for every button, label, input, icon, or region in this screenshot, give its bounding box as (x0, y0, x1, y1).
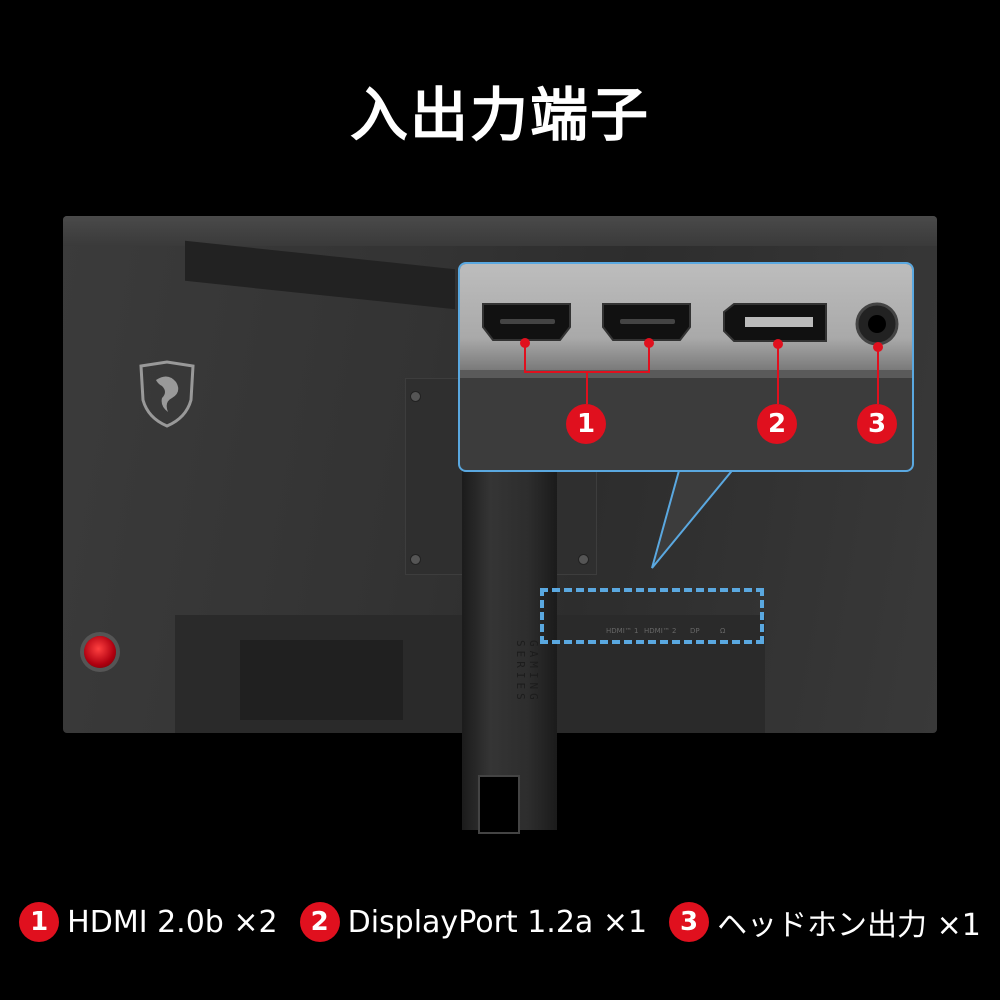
screw-icon (410, 554, 421, 565)
legend-item-headphone: 3 ヘッドホン出力 ×1 (669, 900, 981, 944)
headphone-jack-icon (855, 302, 899, 346)
legend-number: 2 (299, 902, 340, 942)
port-area-highlight (540, 588, 764, 644)
legend-label: DisplayPort 1.2a ×1 (347, 904, 648, 940)
marker-3: 3 (857, 404, 897, 444)
port-label: HDMI™ 1 (606, 627, 639, 635)
msi-dragon-logo-icon (139, 360, 195, 428)
legend-item-displayport: 2 DisplayPort 1.2a ×1 (299, 902, 648, 942)
ports-illustration (482, 302, 899, 404)
panel-edge (460, 370, 912, 378)
monitor-stand (462, 470, 557, 830)
legend-label: HDMI 2.0b ×2 (67, 904, 278, 940)
legend-item-hdmi: 1 HDMI 2.0b ×2 (19, 902, 278, 942)
marker-1: 1 (566, 404, 606, 444)
hdmi-port-2-icon (602, 303, 691, 341)
displayport-icon (723, 303, 827, 342)
marker-2: 2 (757, 404, 797, 444)
monitor-panel (240, 640, 403, 720)
screw-icon (410, 391, 421, 402)
port-label: HDMI™ 2 (644, 627, 677, 635)
series-text: GAMING SERIES (514, 640, 540, 704)
port-label: DP (690, 627, 700, 635)
legend-label: ヘッドホン出力 ×1 (717, 908, 981, 943)
power-button[interactable] (84, 636, 116, 668)
screw-icon (578, 554, 589, 565)
port-callout: 1 2 3 (458, 262, 914, 472)
legend-number: 1 (19, 902, 60, 942)
page-title: 入出力端子 (349, 81, 650, 149)
cable-slot (478, 775, 520, 834)
hdmi-port-1-icon (482, 303, 571, 341)
legend-number: 3 (669, 902, 710, 942)
port-label: Ω (720, 627, 726, 635)
monitor-top-edge (63, 216, 937, 246)
port-legend: 1 HDMI 2.0b ×2 2 DisplayPort 1.2a ×1 3 ヘ… (0, 900, 1000, 944)
